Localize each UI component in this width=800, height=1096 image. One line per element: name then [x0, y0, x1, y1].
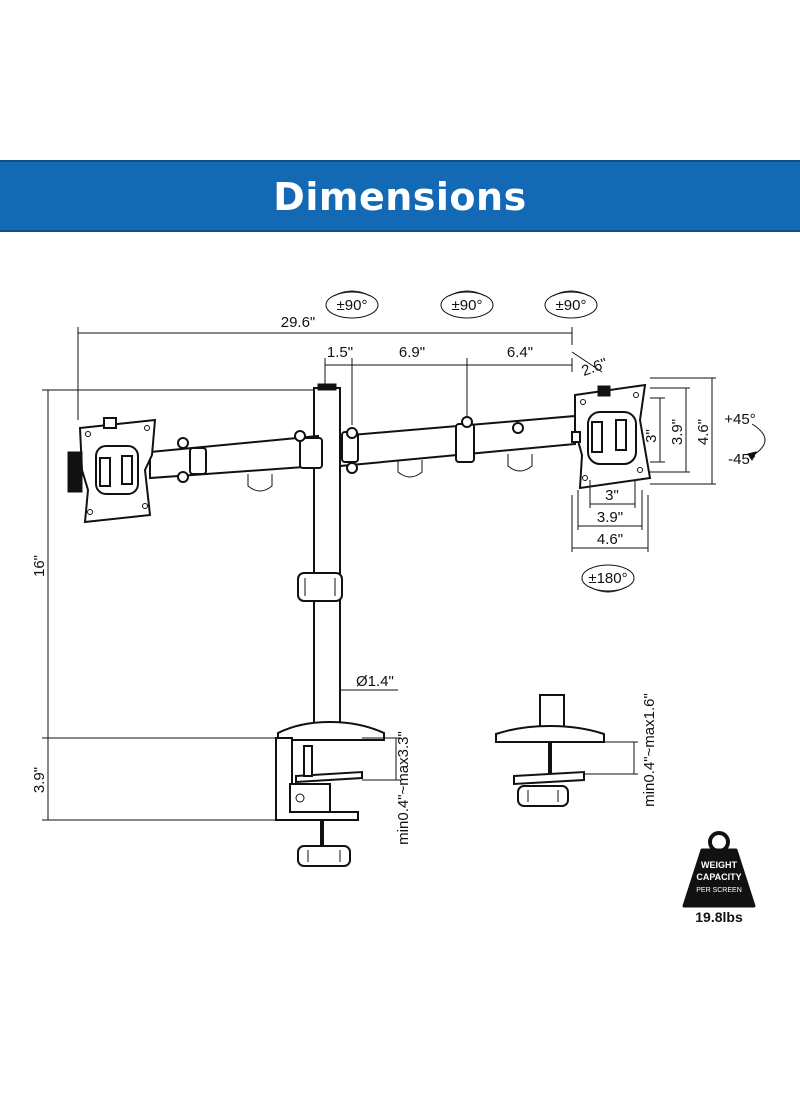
vesa-plate-right [571, 383, 652, 490]
title-banner: Dimensions [0, 160, 800, 232]
vesa-medium-vertical-label: 3.9" [669, 419, 686, 445]
grommet-mount: min0.4"~max1.6" [495, 693, 658, 807]
grommet-range-label: min0.4"~max1.6" [641, 693, 658, 807]
vesa-plate-left [67, 417, 157, 524]
vesa-small-vertical-label: 3" [643, 429, 660, 443]
weight-capacity-badge: WEIGHT CAPACITY PER SCREEN 19.8lbs [682, 831, 756, 925]
head-length-label: 2.6" [579, 355, 609, 380]
rotation-badge-arm-middle: ±90° [440, 290, 494, 319]
rotation-badge-arm-left: ±90° [325, 290, 379, 319]
pole-diameter-label: Ø1.4" [356, 673, 394, 690]
badge-line-1: WEIGHT [701, 860, 737, 870]
badge-line-2: CAPACITY [696, 872, 741, 882]
vesa-small-horizontal-label: 3" [605, 487, 619, 504]
arm-assembly [149, 414, 576, 492]
arm-segments-dimension: 1.5" 6.9" 6.4" 2.6" [324, 344, 610, 425]
vesa-dimensions: 3" 3.9" 4.6" 3" 3.9" 4.6" [571, 377, 716, 552]
badge-line-3: PER SCREEN [696, 887, 742, 894]
page-title: Dimensions [273, 175, 527, 219]
arm-segment-2-label: 6.4" [507, 344, 533, 361]
rotation-label-arm-right: ±90° [556, 297, 587, 314]
rotation-badge-arm-right: ±90° [544, 290, 598, 319]
height-dimension: 16" [31, 389, 320, 738]
clamp-height-label: 3.9" [31, 767, 48, 793]
height-label: 16" [31, 555, 48, 577]
rotation-badge-vesa: ±180° [581, 564, 635, 593]
vesa-large-vertical-label: 4.6" [695, 419, 712, 445]
desk-clamp: min0.4"~max3.3" [275, 720, 412, 867]
vesa-medium-horizontal-label: 3.9" [597, 509, 623, 526]
rotation-label-arm-left: ±90° [337, 297, 368, 314]
tilt-indicator: +45° -45° [724, 411, 766, 468]
arm-segment-1-label: 6.9" [399, 344, 425, 361]
clamp-height-dimension: 3.9" [31, 737, 285, 821]
total-width-label: 29.6" [281, 314, 316, 331]
clamp-range-label: min0.4"~max3.3" [395, 731, 412, 845]
tilt-down-label: -45° [728, 451, 756, 468]
tilt-up-label: +45° [724, 411, 755, 428]
badge-value: 19.8lbs [695, 909, 743, 925]
vesa-large-horizontal-label: 4.6" [597, 531, 623, 548]
offset-label: 1.5" [327, 344, 353, 361]
rotation-label-arm-middle: ±90° [452, 297, 483, 314]
rotation-label-vesa: ±180° [588, 570, 627, 587]
total-width-dimension: 29.6" [77, 314, 573, 420]
